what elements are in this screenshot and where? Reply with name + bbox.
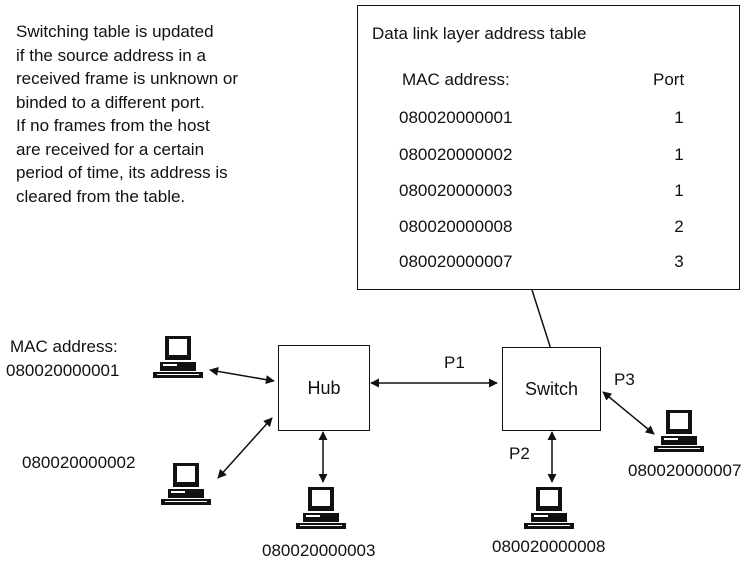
address-table-box: Data link layer address table MAC addres… [357, 5, 740, 290]
switch-box: Switch [502, 347, 601, 431]
row-port: 2 [674, 217, 684, 236]
port-label-p3: P3 [614, 370, 635, 389]
note-line: if the source address in a [16, 45, 206, 65]
host1-mac-label: 080020000001 [6, 361, 120, 380]
note-line: cleared from the table. [16, 186, 186, 206]
host1-mac-caption: MAC address: [10, 337, 118, 356]
host8-mac-label: 080020000008 [492, 537, 606, 556]
row-port: 3 [674, 252, 684, 271]
note-line: received frame is unknown or [16, 69, 239, 88]
port-label-p1: P1 [444, 353, 465, 372]
row-mac: 080020000002 [399, 145, 513, 164]
table-row: 080020000007 3 [358, 252, 739, 276]
note-line: period of time, its address is [16, 163, 228, 182]
host2-mac-label: 080020000002 [22, 453, 136, 472]
port-column-header: Port [653, 70, 685, 89]
note-line: Switching table is updated [16, 22, 214, 41]
port-label-p2: P2 [509, 444, 530, 463]
row-mac: 080020000008 [399, 217, 513, 236]
mac-column-header: MAC address: [402, 70, 510, 89]
host7-mac-label: 080020000007 [628, 461, 742, 480]
table-row: 080020000002 1 [358, 145, 739, 169]
computer-icon [296, 487, 346, 529]
hub-box: Hub [278, 345, 370, 431]
link-host2-hub [217, 417, 273, 479]
computer-icon [654, 410, 704, 452]
row-mac: 080020000007 [399, 252, 513, 271]
row-mac: 080020000001 [399, 108, 513, 127]
computer-icon [524, 487, 574, 529]
note-line: If no frames from the host [16, 116, 210, 135]
computer-icon [153, 336, 203, 378]
table-row: 080020000003 1 [358, 181, 739, 205]
note-line: binded to a different port. [16, 92, 205, 112]
switch-label: Switch [524, 378, 578, 399]
link-host1-hub [209, 366, 275, 385]
computer-icon [161, 463, 211, 505]
table-row: 080020000001 1 [358, 108, 739, 132]
hub-label: Hub [307, 377, 341, 398]
link-switch-host7 [602, 391, 655, 435]
row-port: 1 [674, 145, 684, 164]
address-table-title: Data link layer address table [372, 24, 587, 43]
row-port: 1 [674, 108, 684, 127]
host3-mac-label: 080020000003 [262, 541, 376, 560]
explanatory-note: Switching table is updated if the source… [16, 20, 316, 208]
row-mac: 080020000003 [399, 181, 513, 200]
row-port: 1 [674, 181, 684, 200]
note-line: are received for a certain [16, 139, 205, 159]
table-row: 080020000008 2 [358, 217, 739, 241]
